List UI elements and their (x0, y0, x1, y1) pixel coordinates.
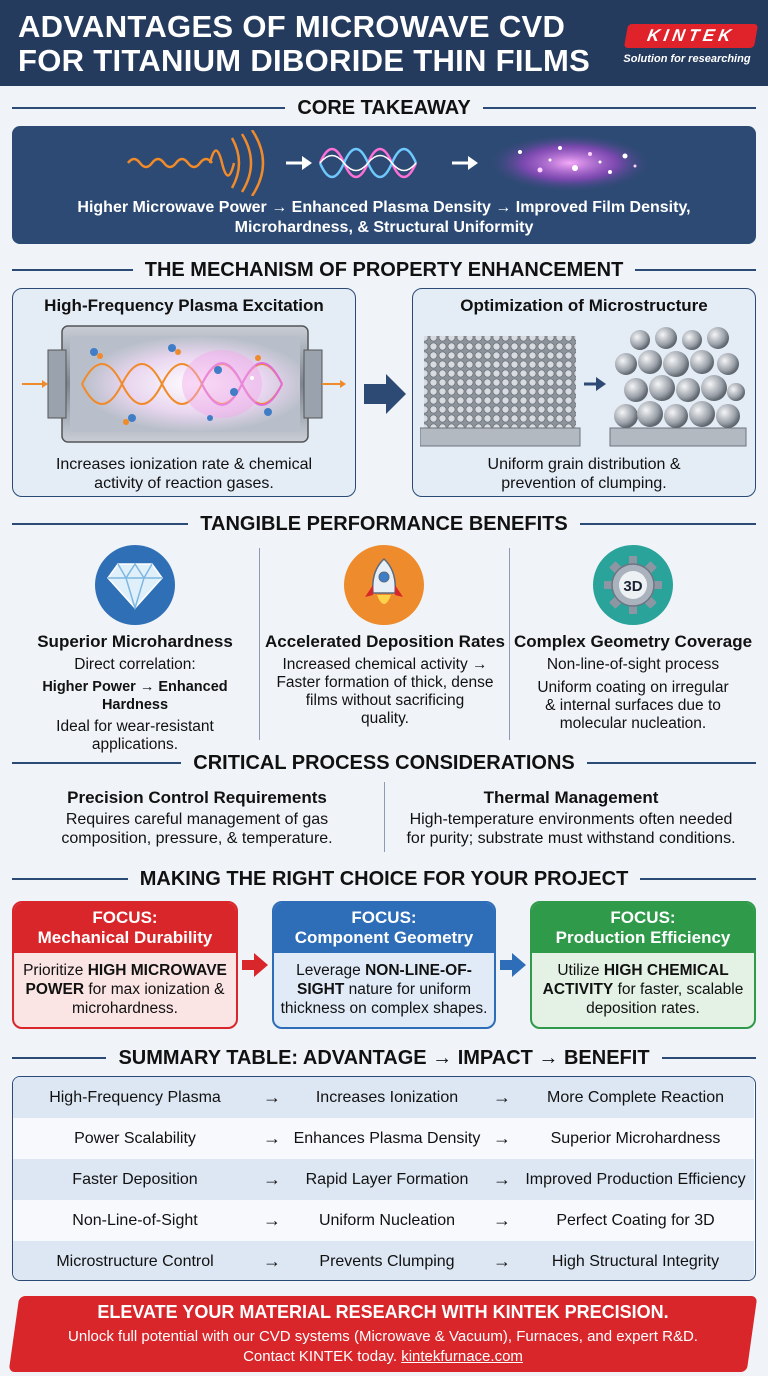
page-title: ADVANTAGES OF MICROWAVE CVD FOR TITANIUM… (18, 9, 591, 78)
benefit-title-microhardness: Superior Microhardness (37, 632, 233, 651)
logo-tagline: Solution for researching (623, 53, 751, 65)
focus-card-efficiency: FOCUS: Production Efficiency Utilize HIG… (530, 901, 756, 1029)
section-core-takeaway: CORE TAKEAWAY (12, 96, 757, 120)
microstructure-illustration (420, 327, 747, 447)
section-right-choice: MAKING THE RIGHT CHOICE FOR YOUR PROJECT (12, 867, 757, 891)
table-row: Microstructure Control→ Prevents Clumpin… (13, 1241, 754, 1280)
benefit-title-deposition: Accelerated Deposition Rates (265, 632, 505, 651)
website-link[interactable]: kintekfurnace.com (401, 1348, 523, 1365)
plasma-chamber-illustration (22, 325, 346, 443)
table-row: Faster Deposition→ Rapid Layer Formation… (13, 1159, 754, 1200)
cta-text: Unlock full potential with our CVD syste… (68, 1328, 698, 1365)
kintek-logo[interactable]: KINTEK (623, 24, 759, 48)
arrow-right-icon (500, 953, 526, 977)
benefit-desc-deposition: Increased chemical activity → Faster for… (276, 656, 494, 727)
benefit-desc-microhardness: Direct correlation: Higher Power → Enhan… (42, 656, 228, 753)
core-takeaway-text: Higher Microwave Power → Enhanced Plasma… (77, 199, 691, 236)
microwave-wave-icon (127, 130, 265, 196)
microstructure-desc: Uniform grain distribution & prevention … (487, 456, 681, 492)
table-row: Non-Line-of-Sight→ Uniform Nucleation→ P… (13, 1200, 754, 1241)
plasma-wave-icon (318, 147, 418, 179)
diamond-icon (95, 545, 175, 625)
arrow-right-icon (242, 953, 268, 977)
section-benefits: TANGIBLE PERFORMANCE BENEFITS (12, 512, 757, 536)
plasma-excitation-desc: Increases ionization rate & chemical act… (55, 456, 313, 492)
divider (259, 548, 260, 740)
section-considerations: CRITICAL PROCESS CONSIDERATIONS (12, 751, 757, 775)
focus-card-geometry: FOCUS: Component Geometry Leverage NON-L… (272, 901, 496, 1029)
table-row: Power Scalability→ Enhances Plasma Densi… (13, 1118, 754, 1159)
summary-table: High-Frequency Plasma→ Increases Ionizat… (12, 1076, 756, 1281)
section-mechanism: THE MECHANISM OF PROPERTY ENHANCEMENT (12, 258, 757, 282)
benefit-title-geometry: Complex Geometry Coverage (513, 632, 753, 651)
cta-title: ELEVATE YOUR MATERIAL RESEARCH WITH KINT… (97, 1302, 669, 1322)
divider (509, 548, 510, 740)
power-to-plasma-graphic (127, 130, 655, 196)
thermal-management-title: Thermal Management (483, 788, 659, 807)
arrow-right-icon (452, 156, 478, 170)
arrow-right-icon (364, 374, 406, 414)
benefit-desc-geometry: Non-line-of-sight process Uniform coatin… (537, 656, 729, 732)
focus-card-durability: FOCUS: Mechanical Durability Prioritize … (12, 901, 238, 1029)
thermal-management-desc: High-temperature environments often need… (406, 811, 736, 847)
rocket-icon (344, 545, 424, 625)
precision-control-desc: Requires careful management of gas compo… (61, 811, 333, 847)
plasma-cloud-icon (485, 133, 655, 193)
svg-text:3D: 3D (623, 578, 642, 595)
section-summary-table: SUMMARY TABLE: ADVANTAGE → IMPACT → BENE… (12, 1046, 756, 1070)
divider (384, 782, 385, 852)
plasma-excitation-title: High-Frequency Plasma Excitation (44, 296, 324, 315)
arrow-right-icon (286, 156, 312, 170)
precision-control-title: Precision Control Requirements (67, 788, 327, 807)
gear-3d-icon: 3D (593, 545, 673, 625)
table-row: High-Frequency Plasma→ Increases Ionizat… (13, 1077, 754, 1118)
microstructure-title: Optimization of Microstructure (460, 296, 708, 315)
